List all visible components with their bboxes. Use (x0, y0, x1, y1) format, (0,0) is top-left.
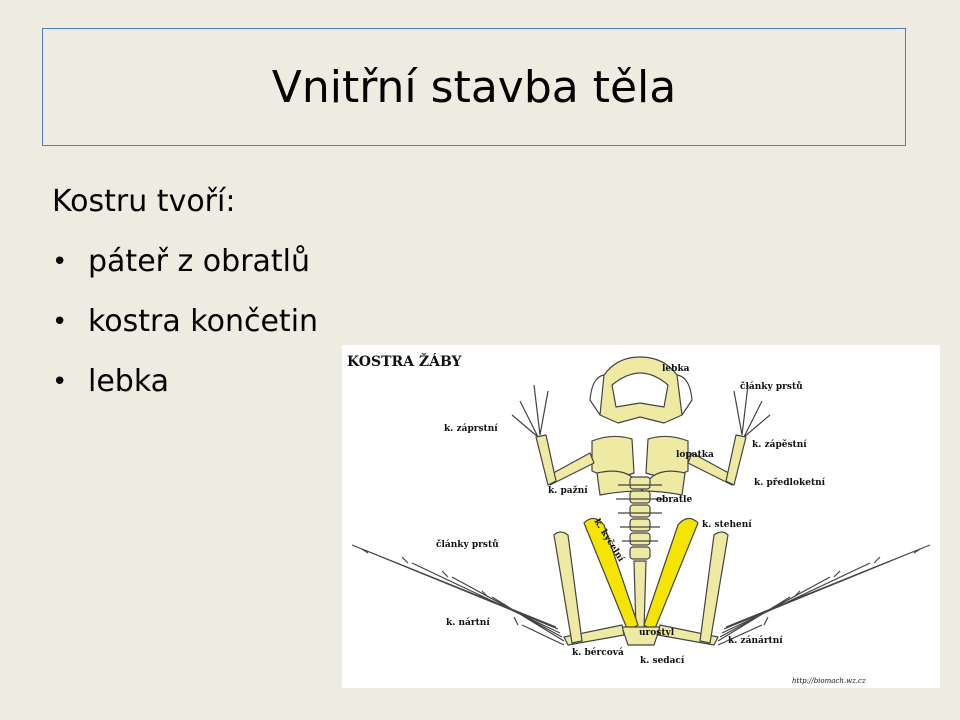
bullet-icon: • (52, 367, 68, 397)
left-tibia (553, 531, 583, 644)
label-k-predloketni: k. předloketní (754, 477, 826, 488)
figure-title: KOSTRA ŽÁBY (347, 354, 462, 370)
left-hind-foot (351, 544, 565, 646)
left-ilium (583, 517, 639, 632)
label-k-nartni: k. nártní (446, 617, 490, 628)
label-k-bercova: k. bércová (572, 647, 624, 658)
bullet-list: • páteř z obratlů • kostra končetin • le… (52, 232, 318, 412)
vertebrae (616, 476, 664, 560)
frog-skeleton-illustration: lebka články prstů k. záprstní k. zápěst… (351, 356, 931, 685)
label-lebka: lebka (662, 364, 690, 374)
list-item: • kostra končetin (52, 292, 318, 352)
label-k-sedaci: k. sedací (640, 655, 685, 666)
label-obratle: obratle (656, 495, 692, 505)
left-front-hand (511, 384, 549, 438)
title-box: Vnitřní stavba těla (42, 28, 906, 146)
label-k-zaprstni: k. záprstní (444, 423, 498, 434)
right-radioulna (725, 434, 747, 486)
list-item-text: kostra končetin (88, 304, 319, 339)
slide-title: Vnitřní stavba těla (271, 61, 677, 113)
label-k-pazni: k. pažní (548, 485, 588, 496)
ischium (621, 626, 661, 646)
frog-skeleton-figure: lebka články prstů k. záprstní k. zápěst… (342, 345, 940, 688)
list-item-text: lebka (88, 364, 170, 399)
figure-source: http://biomach.wz.cz (792, 677, 866, 685)
right-tibia (699, 531, 729, 644)
label-k-zanartni: k. zánártní (728, 635, 783, 646)
bullet-icon: • (52, 247, 68, 277)
body-text: Kostru tvoří: • páteř z obratlů • kostra… (52, 172, 318, 412)
list-item-text: páteř z obratlů (88, 244, 311, 279)
right-front-hand (733, 384, 771, 438)
label-k-stehenni: k. stehení (702, 519, 752, 530)
list-item: • páteř z obratlů (52, 232, 318, 292)
label-urostyl: urostyl (639, 628, 675, 638)
right-ilium (643, 517, 699, 632)
bullet-icon: • (52, 307, 68, 337)
right-hind-foot (717, 544, 931, 646)
list-item: • lebka (52, 352, 318, 412)
label-clanky-prstu-left: články prstů (436, 539, 499, 550)
label-clanky-prstu-top: články prstů (740, 381, 803, 392)
label-k-zapestni: k. zápěstní (752, 439, 807, 450)
left-radioulna (535, 434, 557, 486)
intro-text: Kostru tvoří: (52, 184, 236, 219)
label-lopatka: lopatka (676, 450, 714, 460)
